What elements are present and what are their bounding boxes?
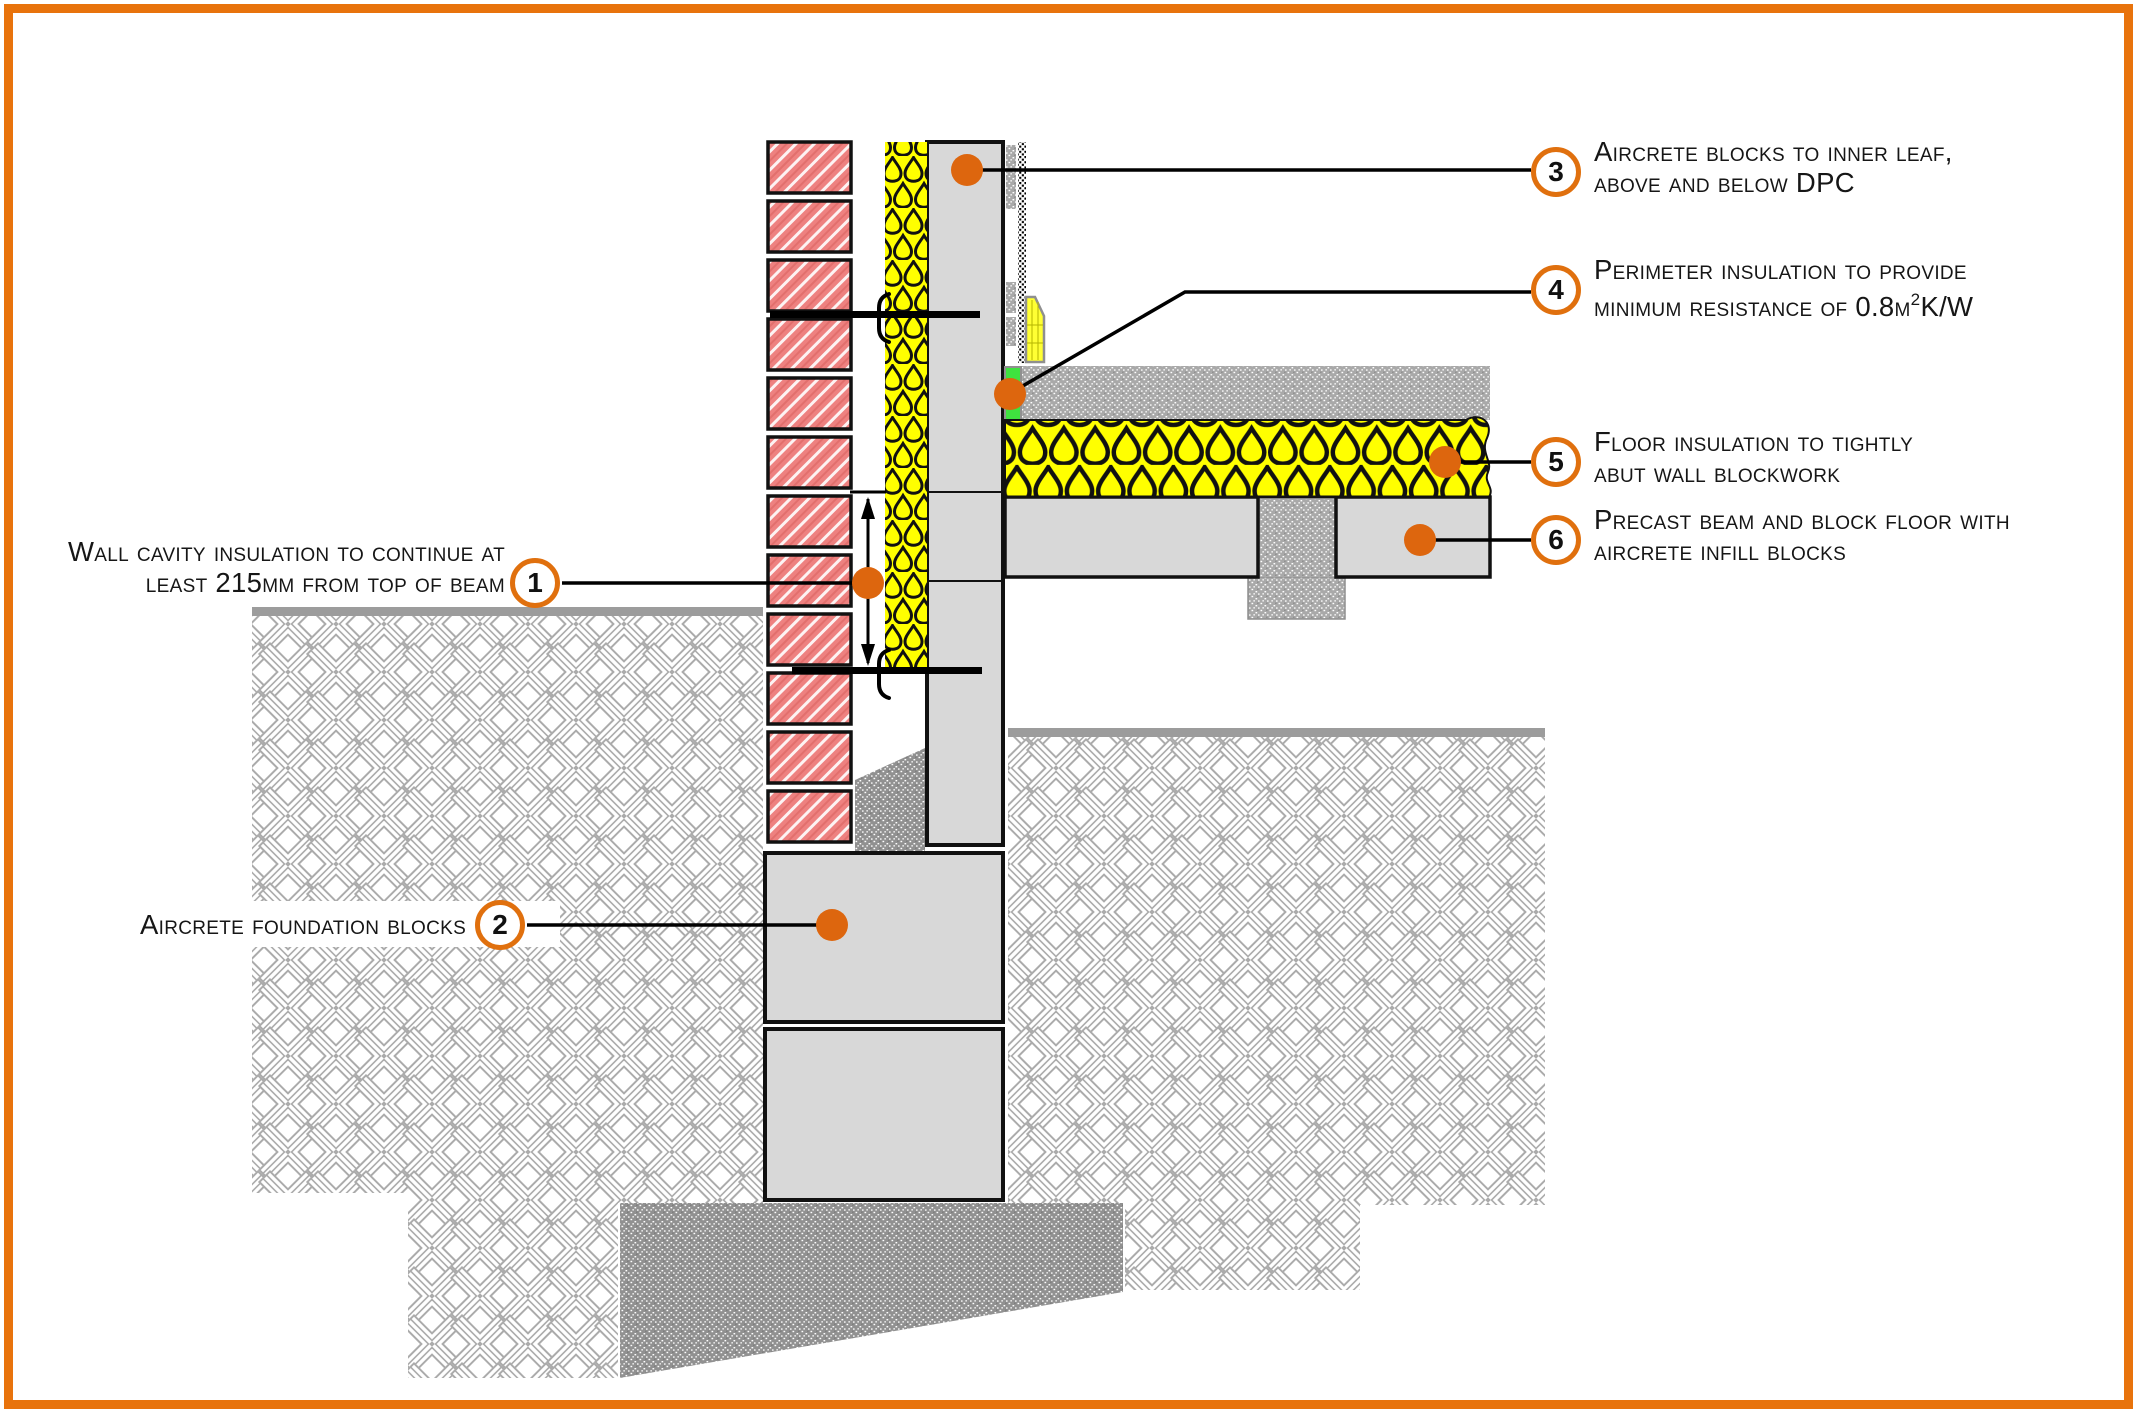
callout-dot-2 — [816, 909, 848, 941]
callout-dot-3 — [951, 154, 983, 186]
cavity-fill-concrete — [855, 748, 925, 851]
callout-3-line-1: Aircrete blocks to inner leaf, — [1594, 136, 1953, 167]
concrete-footing — [620, 1203, 1123, 1378]
ground-surface-strip-left — [252, 607, 763, 616]
callout-6-label: Precast beam and block floor with aircre… — [1594, 504, 2010, 566]
callout-circle-6: 6 — [1531, 515, 1581, 565]
callout-5-label: Floor insulation to tightly abut wall bl… — [1594, 426, 1913, 488]
callout-dots — [816, 154, 1461, 941]
beam-stem — [1258, 499, 1336, 577]
dpc-lower — [792, 667, 982, 674]
superscript-2: 2 — [1910, 290, 1921, 309]
callout-3-line-2: above and below DPC — [1594, 167, 1855, 198]
screed-layer — [1020, 366, 1490, 420]
callout-3-label: Aircrete blocks to inner leaf, above and… — [1594, 136, 1953, 198]
callout-4-line-2: minimum resistance of 0.8m2K/W — [1594, 290, 1974, 323]
leader-4 — [1013, 290, 1531, 393]
callout-6-line-2: aircrete infill blocks — [1594, 535, 1847, 566]
callout-4-line-1: Perimeter insulation to provide — [1594, 254, 1967, 285]
callout-circle-1: 1 — [510, 558, 560, 608]
callout-1-line-1: Wall cavity insulation to continue at — [67, 536, 505, 567]
callout-dot-4 — [994, 378, 1026, 410]
callout-circle-2: 2 — [475, 900, 525, 950]
infill-block-left — [1003, 495, 1260, 579]
callout-1-label: Wall cavity insulation to continue at le… — [20, 536, 505, 598]
callout-dot-6 — [1404, 524, 1436, 556]
callout-2-line-1: Aircrete foundation blocks — [140, 909, 467, 940]
callout-circle-5: 5 — [1531, 437, 1581, 487]
floor-insulation — [1004, 416, 1492, 498]
plaster-dabs — [1006, 145, 1016, 346]
foundation-blocks — [763, 851, 1005, 1202]
callout-circle-4: 4 — [1531, 265, 1581, 315]
inner-leaf-blockwork — [925, 140, 1005, 847]
inner-leaf-joints — [929, 491, 1001, 582]
beam-bottom-flange — [1247, 576, 1346, 620]
callout-dot-1 — [852, 567, 884, 599]
wall-cavity-insulation — [885, 142, 927, 668]
callout-5-line-2: abut wall blockwork — [1594, 457, 1841, 488]
callout-2-label: Aircrete foundation blocks — [140, 909, 466, 940]
ground-hatch-right — [1008, 737, 1545, 1290]
ground-surface-strip-right — [1008, 728, 1545, 737]
ground-hatch-left — [252, 616, 763, 1378]
callout-5-line-1: Floor insulation to tightly — [1594, 426, 1914, 457]
leader-lines — [527, 168, 1531, 927]
callout-dot-5 — [1429, 446, 1461, 478]
skirting-board — [1024, 295, 1046, 364]
callout-1-line-2: least 215mm from top of beam — [145, 567, 505, 598]
outer-brick-leaf — [766, 140, 853, 844]
callout-6-line-1: Precast beam and block floor with — [1594, 504, 2010, 535]
callout-4-label: Perimeter insulation to provide minimum … — [1594, 254, 1973, 322]
callout-circle-3: 3 — [1531, 147, 1581, 197]
plasterboard-lining — [1018, 142, 1026, 363]
dpc-upper — [770, 311, 980, 318]
